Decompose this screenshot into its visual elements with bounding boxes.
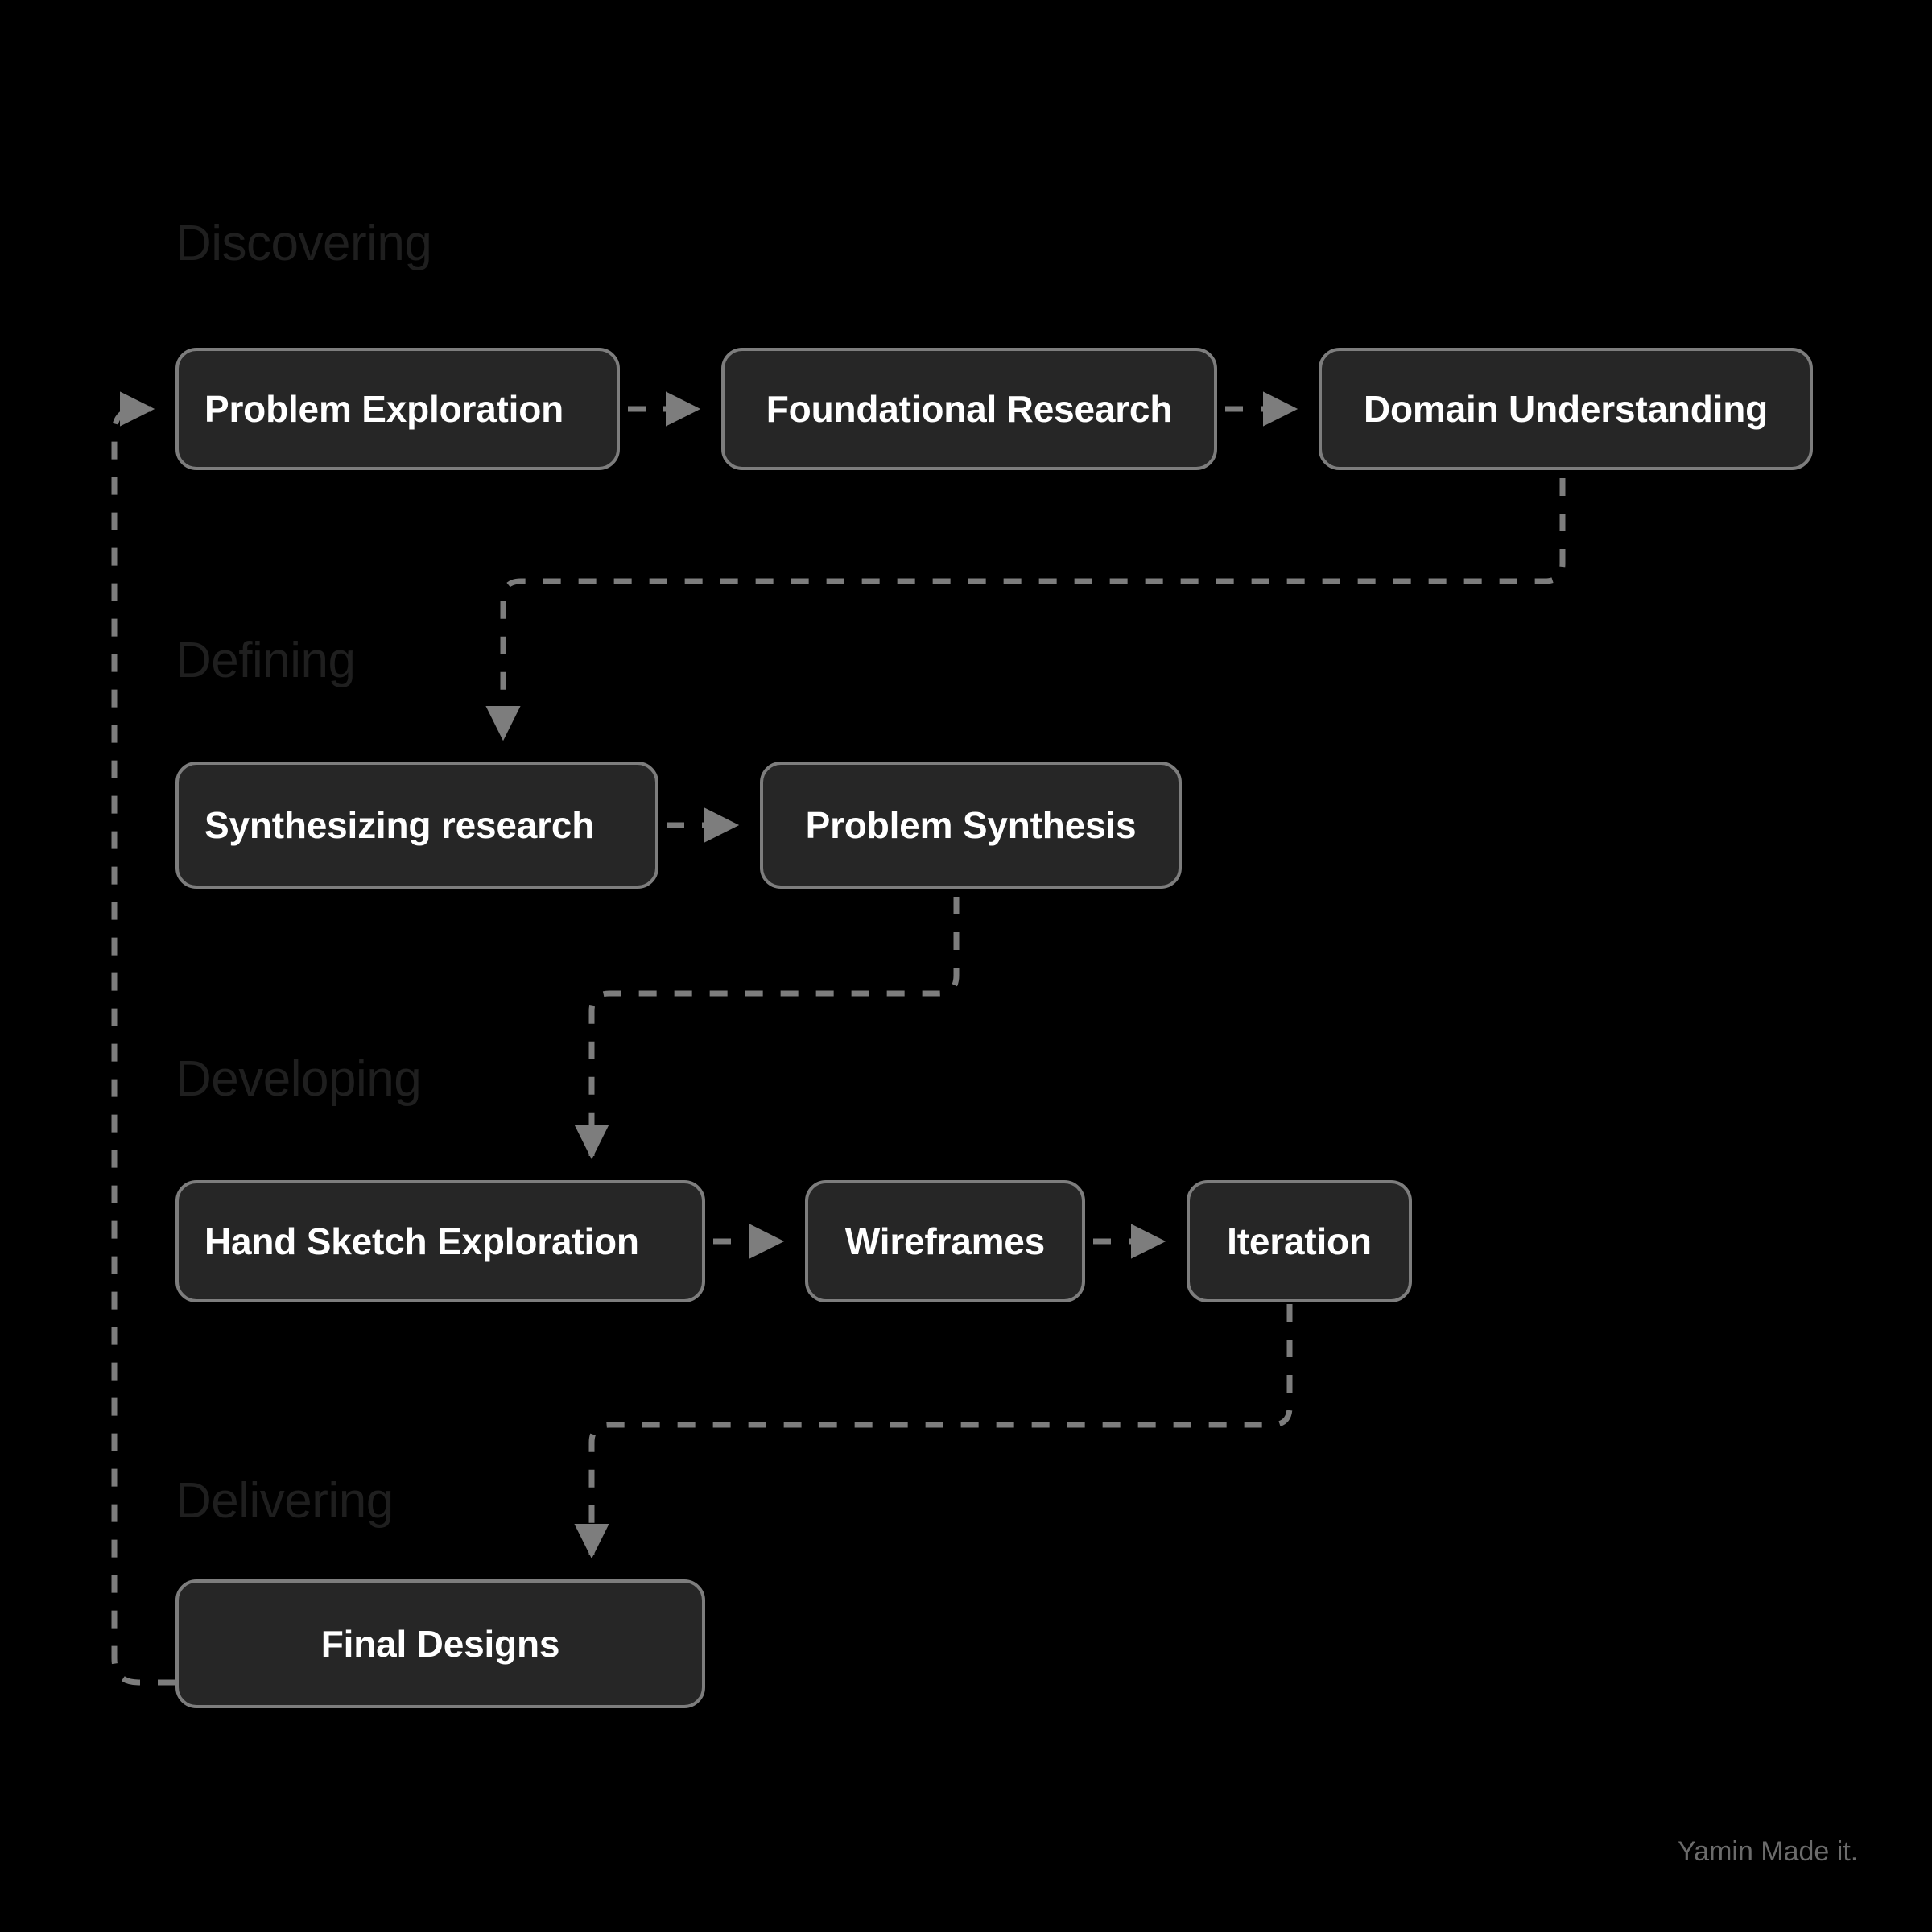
node-domain-understanding[interactable]: Domain Understanding	[1319, 348, 1813, 470]
node-label-foundational-research: Foundational Research	[766, 388, 1173, 430]
node-foundational-research[interactable]: Foundational Research	[721, 348, 1217, 470]
node-final-designs[interactable]: Final Designs	[175, 1579, 705, 1708]
node-wireframes[interactable]: Wireframes	[805, 1180, 1085, 1302]
node-label-iteration: Iteration	[1227, 1220, 1372, 1262]
node-hand-sketch-exploration[interactable]: Hand Sketch Exploration	[175, 1180, 705, 1302]
phase-heading-delivering: Delivering	[175, 1473, 394, 1529]
phase-heading-developing: Developing	[175, 1051, 422, 1107]
node-problem-synthesis[interactable]: Problem Synthesis	[760, 762, 1182, 889]
credit-text: Yamin Made it.	[1678, 1836, 1859, 1867]
connector-final-designs-to-problem-exploration-loop	[111, 391, 175, 1686]
phase-heading-defining: Defining	[175, 633, 356, 688]
node-label-synthesizing-research: Synthesizing research	[204, 804, 595, 846]
node-label-problem-synthesis: Problem Synthesis	[805, 804, 1137, 846]
node-label-final-designs: Final Designs	[320, 1623, 560, 1665]
node-problem-exploration[interactable]: Problem Exploration	[175, 348, 620, 470]
node-label-domain-understanding: Domain Understanding	[1363, 388, 1769, 430]
connector-domain-understanding-to-synthesizing-research	[485, 478, 1566, 741]
node-label-hand-sketch-exploration: Hand Sketch Exploration	[204, 1220, 639, 1262]
connector-problem-synthesis-to-hand-sketch-exploration	[574, 897, 960, 1160]
connector-iteration-to-final-designs	[574, 1304, 1293, 1559]
node-synthesizing-research[interactable]: Synthesizing research	[175, 762, 658, 889]
node-label-problem-exploration: Problem Exploration	[204, 388, 564, 430]
node-iteration[interactable]: Iteration	[1187, 1180, 1412, 1302]
phase-heading-discovering: Discovering	[175, 216, 432, 271]
node-label-wireframes: Wireframes	[844, 1220, 1046, 1262]
